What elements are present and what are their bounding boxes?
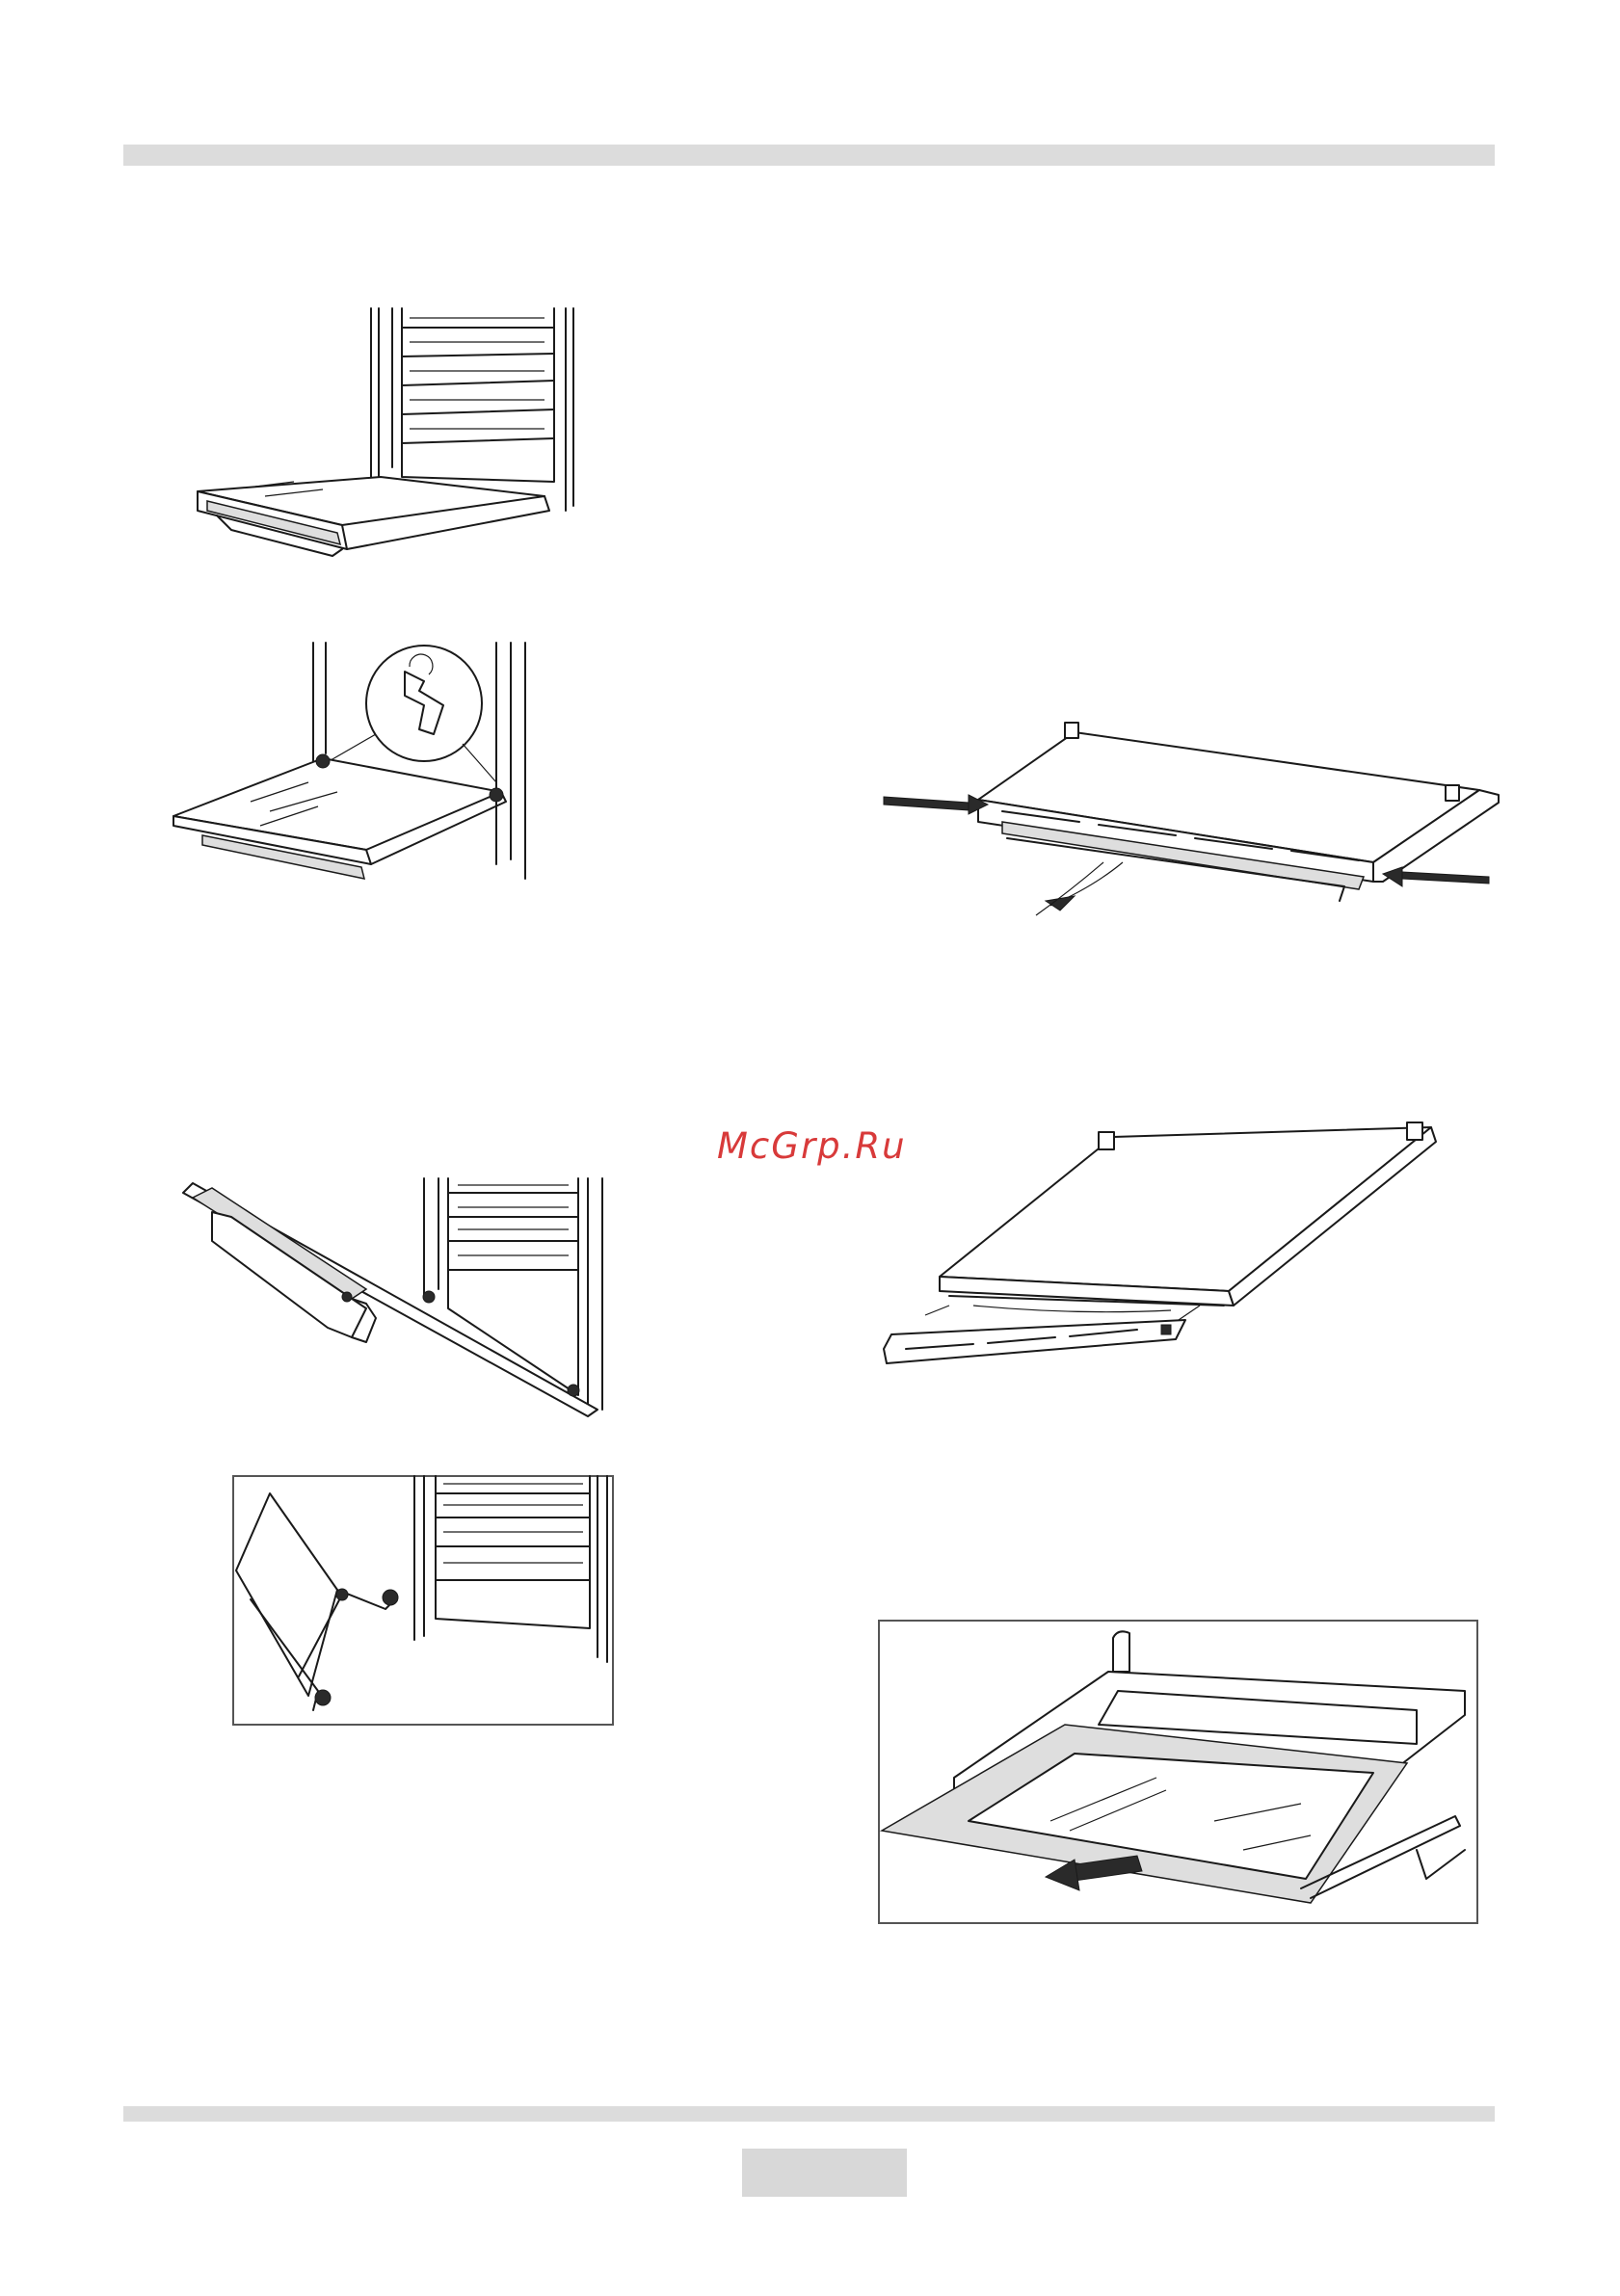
- glass-removal-illustration: [877, 1619, 1479, 1925]
- door-half-closed-illustration: [173, 1174, 612, 1416]
- hinge-lock-illustration: [154, 638, 559, 881]
- watermark: McGrp.Ru: [717, 1125, 907, 1167]
- oven-door-open-illustration: [188, 303, 583, 568]
- hinges-detached-illustration: [231, 1474, 615, 1727]
- profile-removed-illustration: [882, 1108, 1431, 1397]
- door-profile-release-illustration: [882, 718, 1499, 939]
- footer-bar: [123, 2106, 1495, 2122]
- page-number-tab: [742, 2149, 907, 2197]
- header-bar: [123, 145, 1495, 166]
